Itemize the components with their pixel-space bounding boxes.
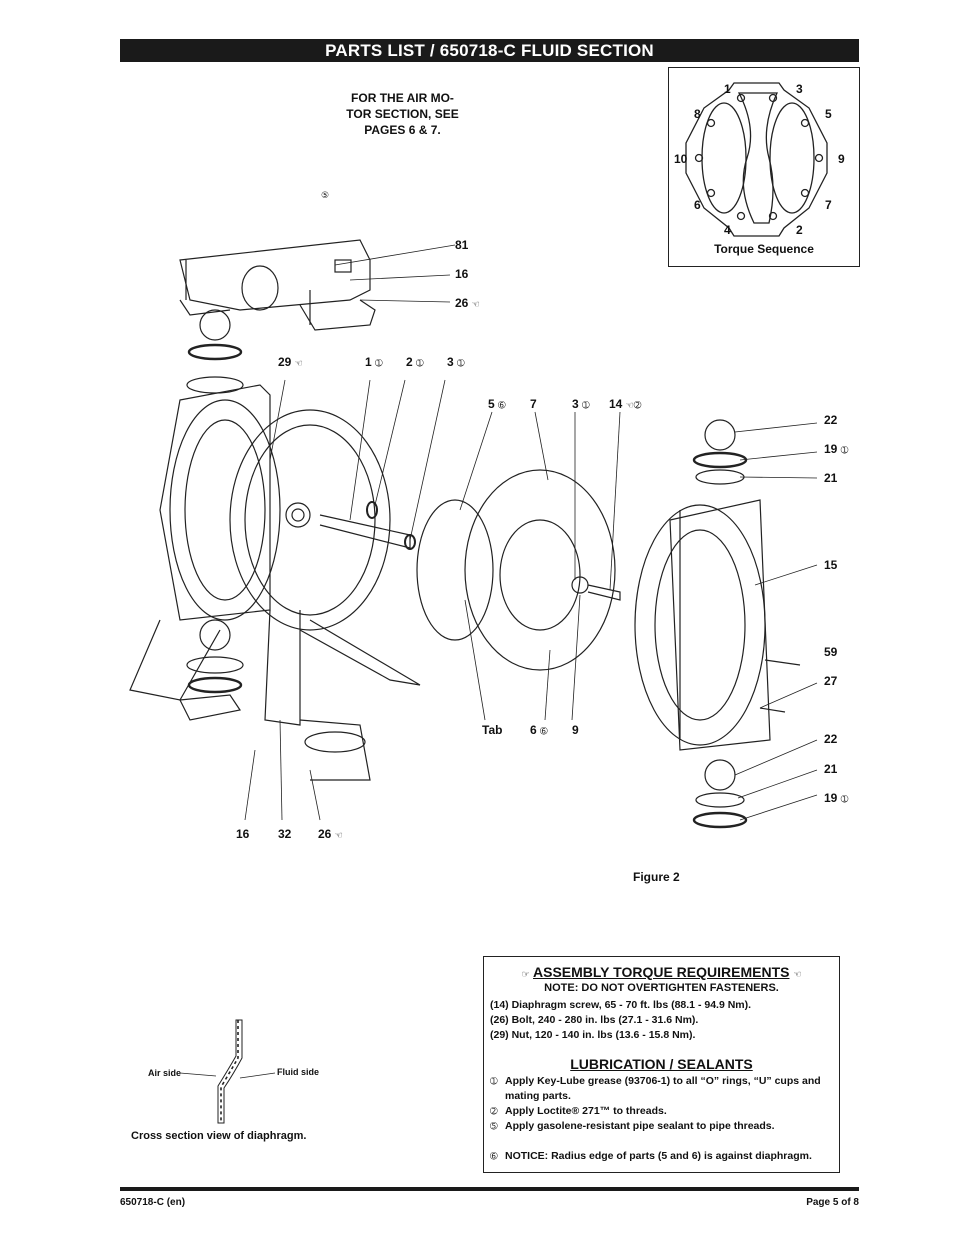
callout-21-bottom: 21 bbox=[824, 762, 838, 776]
callout-tab: Tab bbox=[482, 723, 503, 737]
callout-21-top: 21 bbox=[824, 471, 838, 485]
lub-line-1-cont: mating parts. bbox=[505, 1090, 571, 1102]
callout-19-bottom: 19 ➀ bbox=[824, 791, 849, 805]
torque-num-2: 2 bbox=[796, 223, 803, 237]
page-title: PARTS LIST / 650718-C FLUID SECTION bbox=[120, 39, 859, 62]
torque-num-9: 9 bbox=[838, 152, 845, 166]
torque-sequence-diagram: 1 3 8 5 10 9 6 7 4 2 bbox=[674, 82, 845, 237]
callout-27: 27 bbox=[824, 674, 838, 688]
callout-16-bottom: 16 bbox=[236, 827, 250, 841]
callout-7: 7 bbox=[530, 397, 537, 411]
callout-6: 6 ➅ bbox=[530, 723, 548, 737]
torque-list: (14) Diaphragm screw, 65 - 70 ft. lbs (8… bbox=[490, 998, 751, 1043]
torque-num-8: 8 bbox=[694, 107, 701, 121]
torque-num-7: 7 bbox=[825, 198, 832, 212]
fluid-side-label: Fluid side bbox=[277, 1067, 320, 1077]
callout-14: 14 ☜➁ bbox=[609, 397, 642, 411]
footer-doc-number: 650718-C (en) bbox=[120, 1197, 186, 1208]
air-note-line-2: TOR SECTION, SEE bbox=[346, 107, 459, 121]
exploded-pump-diagram bbox=[129, 239, 818, 829]
cross-section-leaders bbox=[179, 1072, 276, 1079]
callout-5-top: ⑤ bbox=[321, 190, 330, 200]
callout-3-right: 3 ➀ bbox=[572, 397, 590, 411]
callout-26-bottom: 26 ☜ bbox=[318, 827, 343, 841]
diaphragm-cross-section bbox=[217, 1019, 243, 1124]
torque-num-1: 1 bbox=[724, 82, 731, 96]
overtighten-note: NOTE: DO NOT OVERTIGHTEN FASTENERS. bbox=[544, 982, 779, 994]
footer-rule bbox=[120, 1187, 859, 1191]
torque-num-5: 5 bbox=[825, 107, 832, 121]
air-motor-note: FOR THE AIR MO- TOR SECTION, SEE PAGES 6… bbox=[330, 90, 475, 138]
callout-29: 29 ☜ bbox=[278, 355, 303, 369]
torque-sequence-caption: Torque Sequence bbox=[714, 242, 814, 256]
callout-81: 81 bbox=[455, 238, 469, 252]
callout-32: 32 bbox=[278, 827, 292, 841]
cross-section-caption: Cross section view of diaphragm. bbox=[131, 1130, 307, 1142]
figure-caption: Figure 2 bbox=[633, 870, 680, 884]
callout-26-top: 26 ☜ bbox=[455, 296, 480, 310]
callout-59: 59 bbox=[824, 645, 838, 659]
callout-5: 5 ➅ bbox=[488, 397, 506, 411]
torque-num-10: 10 bbox=[674, 152, 688, 166]
torque-requirements-heading: ☞ ASSEMBLY TORQUE REQUIREMENTS ☜ bbox=[521, 964, 802, 980]
callout-2: 2 ➀ bbox=[406, 355, 424, 369]
callout-19-top: 19 ➀ bbox=[824, 442, 849, 456]
torque-num-6: 6 bbox=[694, 198, 701, 212]
lubrication-heading: LUBRICATION / SEALANTS bbox=[570, 1056, 753, 1072]
torque-line-14: (14) Diaphragm screw, 65 - 70 ft. lbs (8… bbox=[490, 999, 752, 1011]
torque-line-29: (29) Nut, 120 - 140 in. lbs (13.6 - 15.8… bbox=[490, 1029, 696, 1041]
torque-line-26: (26) Bolt, 240 - 280 in. lbs (27.1 - 31.… bbox=[490, 1014, 699, 1026]
callout-15: 15 bbox=[824, 558, 838, 572]
torque-num-3: 3 bbox=[796, 82, 803, 96]
assembly-requirements-box: ☞ ASSEMBLY TORQUE REQUIREMENTS ☜ NOTE: D… bbox=[483, 956, 840, 1173]
callout-1: 1 ➀ bbox=[365, 355, 383, 369]
torque-num-4: 4 bbox=[724, 223, 731, 237]
air-note-line-3: PAGES 6 & 7. bbox=[364, 123, 441, 137]
callout-9: 9 bbox=[572, 723, 579, 737]
callout-22-bottom: 22 bbox=[824, 732, 838, 746]
torque-sequence-box: 1 3 8 5 10 9 6 7 4 2 Torque Sequence bbox=[668, 67, 860, 267]
footer-page-number: Page 5 of 8 bbox=[806, 1197, 859, 1208]
callout-22-top: 22 bbox=[824, 413, 838, 427]
callout-3-left: 3 ➀ bbox=[447, 355, 465, 369]
air-side-label: Air side bbox=[148, 1068, 182, 1078]
air-note-line-1: FOR THE AIR MO- bbox=[351, 91, 454, 105]
callout-16-top: 16 bbox=[455, 267, 469, 281]
